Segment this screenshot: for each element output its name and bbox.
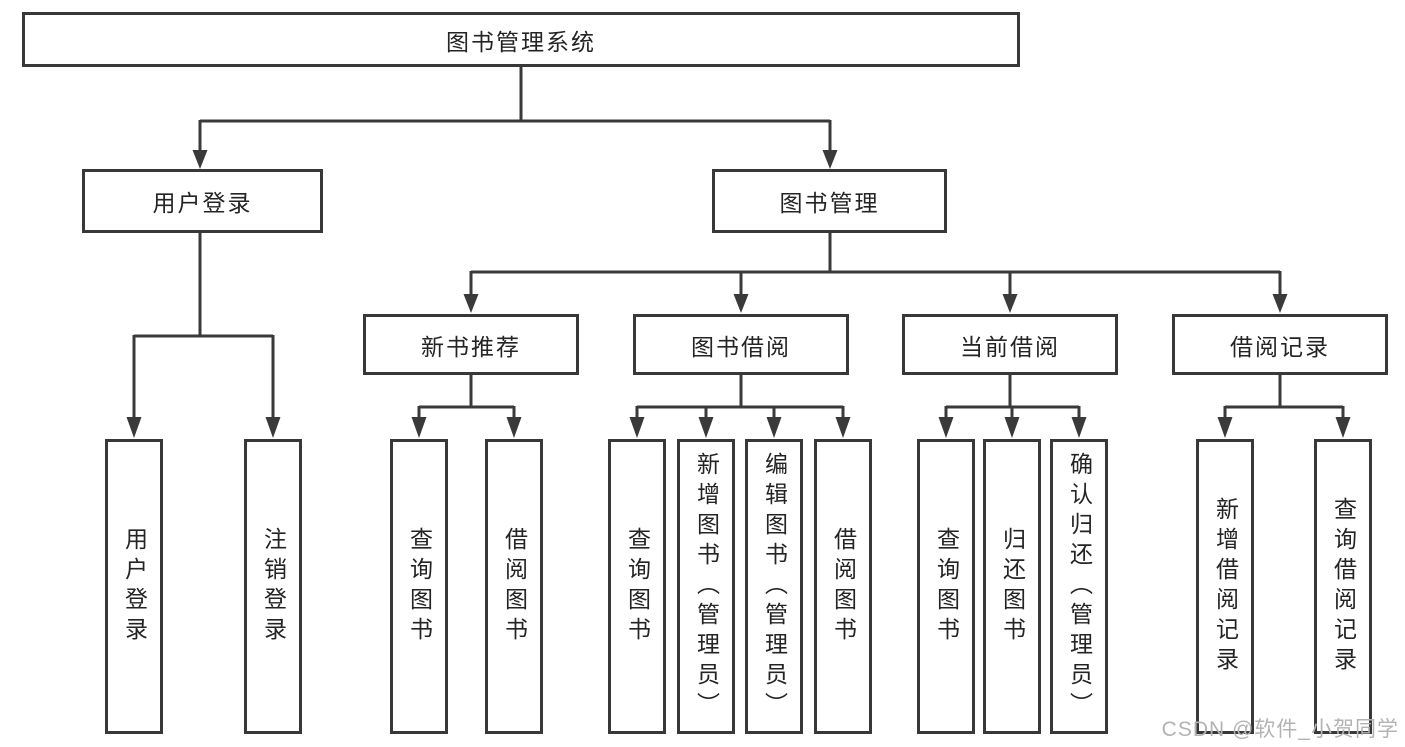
leaf-logout: 注销登录: [244, 439, 302, 734]
node-user-login: 用户登录: [82, 169, 323, 233]
arrowhead: [1071, 417, 1087, 438]
arrowhead: [265, 417, 281, 438]
arrowhead: [1217, 417, 1233, 438]
leaf-borrowing-borrow-books: 借阅图书: [814, 439, 872, 734]
node-new-book-recommend: 新书推荐: [363, 314, 579, 375]
arrowhead: [1002, 294, 1018, 313]
arrowhead: [938, 417, 954, 438]
arrowhead: [463, 294, 479, 313]
node-root-library-system: 图书管理系统: [22, 12, 1020, 67]
arrowhead: [766, 417, 782, 438]
arrowhead: [1004, 417, 1020, 438]
arrowhead: [733, 294, 749, 313]
node-current-borrowing: 当前借阅: [902, 314, 1118, 375]
leaf-newbook-borrow-books: 借阅图书: [485, 439, 543, 734]
arrowhead: [126, 417, 142, 438]
leaf-borrowing-add-books-admin: 新增图书（管理员）: [677, 439, 735, 734]
arrowhead: [822, 150, 838, 169]
arrowhead: [411, 417, 427, 438]
leaf-borrowing-query-books: 查询图书: [608, 439, 666, 734]
arrowhead: [1272, 294, 1288, 313]
leaf-current-confirm-return-admin: 确认归还（管理员）: [1050, 439, 1108, 734]
arrowhead: [192, 150, 208, 169]
leaf-records-query-record: 查询借阅记录: [1314, 439, 1372, 734]
leaf-newbook-query-books: 查询图书: [390, 439, 448, 734]
arrowhead: [1335, 417, 1351, 438]
node-borrowing-records: 借阅记录: [1172, 314, 1388, 375]
arrowhead: [629, 417, 645, 438]
leaf-current-query-books: 查询图书: [917, 439, 975, 734]
arrowhead: [835, 417, 851, 438]
arrowhead: [506, 417, 522, 438]
leaf-user-login: 用户登录: [105, 439, 163, 734]
leaf-records-add-record: 新增借阅记录: [1196, 439, 1254, 734]
arrowhead: [698, 417, 714, 438]
node-book-management: 图书管理: [712, 169, 947, 233]
csdn-watermark: CSDN @软件_小贺同学: [1161, 718, 1399, 741]
leaf-current-return-books: 归还图书: [983, 439, 1041, 734]
leaf-borrowing-edit-books-admin: 编辑图书（管理员）: [745, 439, 803, 734]
node-book-borrowing: 图书借阅: [633, 314, 849, 375]
